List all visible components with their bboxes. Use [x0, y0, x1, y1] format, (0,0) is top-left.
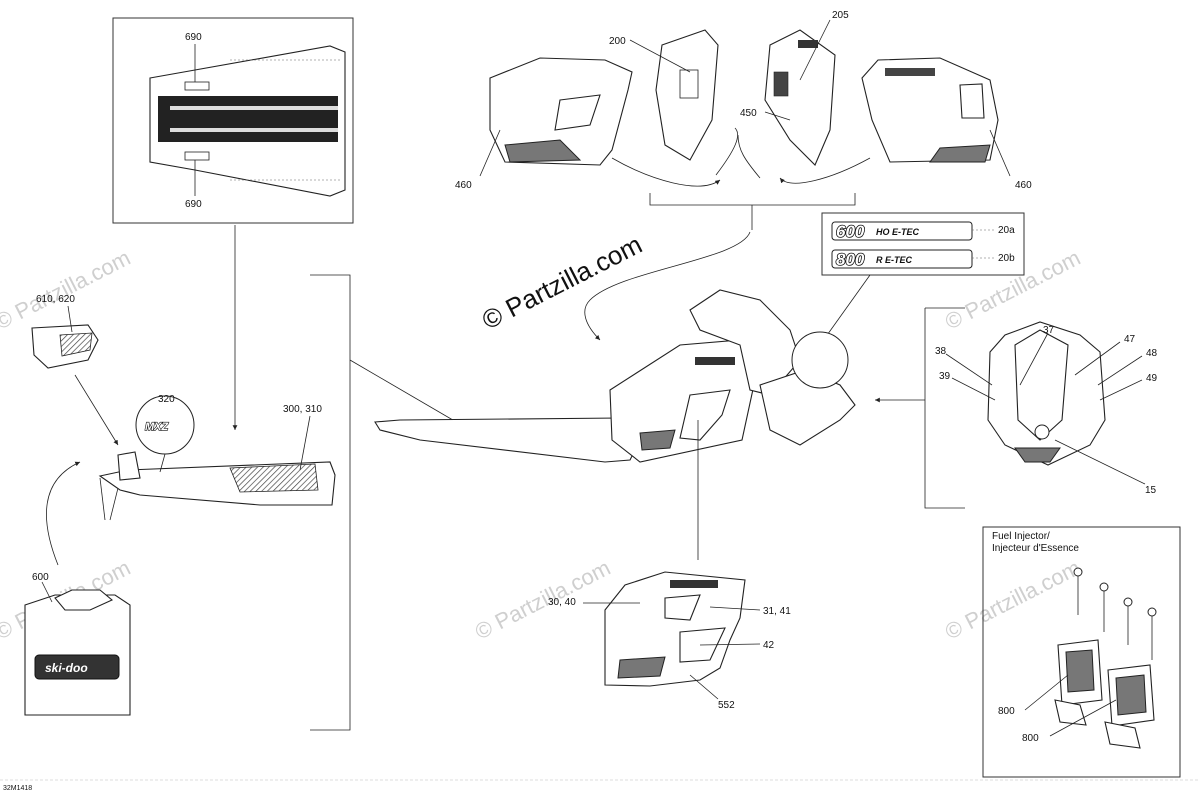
callout-37: 37	[1043, 325, 1055, 336]
decal-800: 800	[836, 250, 865, 269]
callout-20a: 20a	[998, 225, 1015, 236]
callout-42: 42	[763, 640, 775, 651]
decal-600: 600	[836, 222, 865, 241]
engine-decal-group	[819, 212, 1025, 346]
callout-460-left: 460	[455, 180, 472, 191]
watermark-right-low: © Partzilla.com	[941, 555, 1084, 645]
decal-600-sub: HO E-TEC	[876, 227, 920, 237]
drawing-code: 32M1418	[3, 785, 32, 792]
watermark-left: © Partzilla.com	[0, 245, 134, 335]
callout-205: 205	[832, 10, 849, 21]
callout-610-620: 610, 620	[36, 294, 75, 305]
callout-460-right: 460	[1015, 180, 1032, 191]
callout-47: 47	[1124, 334, 1136, 345]
callout-690-bottom: 690	[185, 199, 202, 210]
callout-20b: 20b	[998, 253, 1015, 264]
left-decals-group	[31, 225, 471, 731]
snowflap-group	[24, 581, 131, 716]
fuel-injector-title-fr: Injecteur d'Essence	[992, 543, 1079, 554]
decal-mxz: MXZ	[145, 421, 170, 433]
fuel-injector-group	[982, 526, 1181, 778]
tunnel-top-view	[112, 17, 354, 224]
callout-38: 38	[935, 346, 947, 357]
callout-30-40: 30, 40	[548, 597, 576, 608]
callout-800-top: 800	[998, 706, 1015, 717]
callout-49: 49	[1146, 373, 1158, 384]
decal-skidoo: ski-doo	[45, 661, 88, 675]
snowmobile-body	[374, 231, 856, 560]
callout-450: 450	[740, 108, 757, 119]
callout-600: 600	[32, 572, 49, 583]
callout-15: 15	[1145, 485, 1157, 496]
callout-200: 200	[609, 36, 626, 47]
lower-side-panel-group	[583, 571, 761, 700]
side-panels-group	[479, 19, 1011, 230]
callout-800-bottom: 800	[1022, 733, 1039, 744]
callout-320: 320	[158, 394, 175, 405]
callout-690-top: 690	[185, 32, 202, 43]
callout-552: 552	[718, 700, 735, 711]
hood-group	[875, 307, 1146, 509]
callout-48: 48	[1146, 348, 1158, 359]
callout-300-310: 300, 310	[283, 404, 322, 415]
callout-31-41: 31, 41	[763, 606, 791, 617]
callout-39: 39	[939, 371, 951, 382]
watermark-center-low: © Partzilla.com	[471, 555, 614, 645]
decal-800-sub: R E-TEC	[876, 255, 913, 265]
fuel-injector-title-en: Fuel Injector/	[992, 531, 1050, 542]
